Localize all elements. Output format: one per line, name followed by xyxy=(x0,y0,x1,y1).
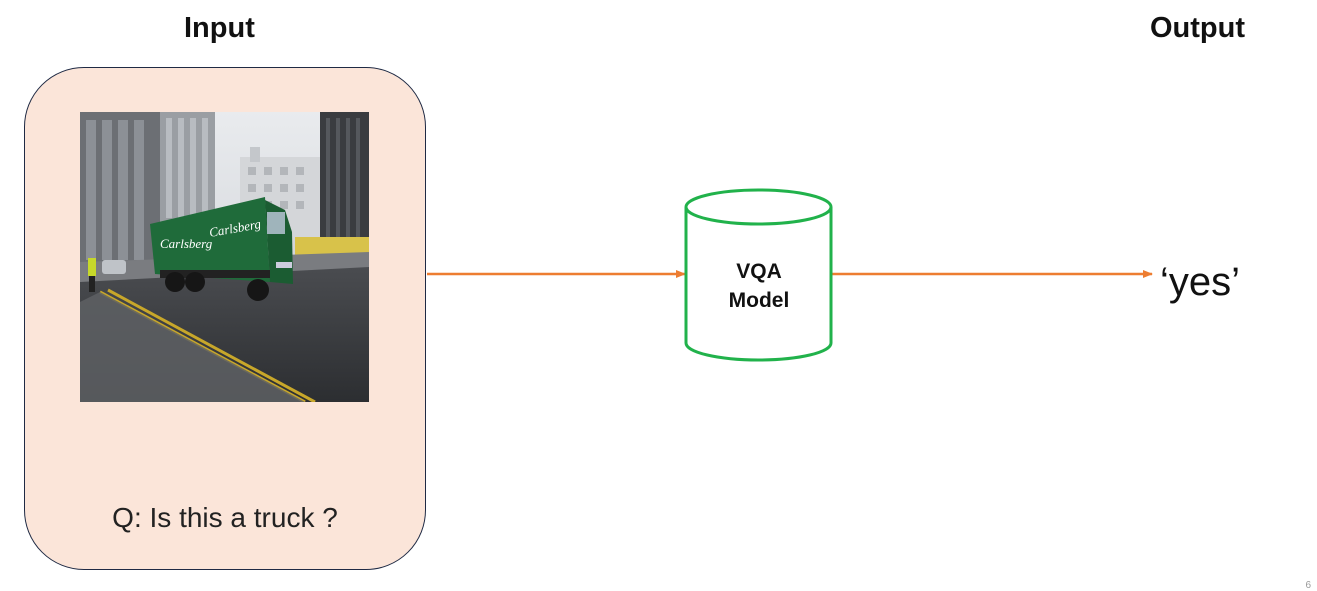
question-text: Q: Is this a truck ? xyxy=(112,502,338,533)
vqa-label-line2: Model xyxy=(728,289,790,312)
input-heading: Input xyxy=(184,12,255,44)
vqa-model-label: VQA Model xyxy=(686,257,832,315)
input-street-image: Carlsberg Carlsberg xyxy=(80,112,369,402)
output-answer: ‘yes’ xyxy=(1160,260,1241,304)
page-number: 6 xyxy=(1305,580,1311,591)
vqa-label-line1: VQA xyxy=(736,260,782,283)
truck-brand-text: Carlsberg xyxy=(160,236,213,251)
vqa-model-cylinder xyxy=(684,188,833,362)
output-heading: Output xyxy=(1150,12,1246,44)
